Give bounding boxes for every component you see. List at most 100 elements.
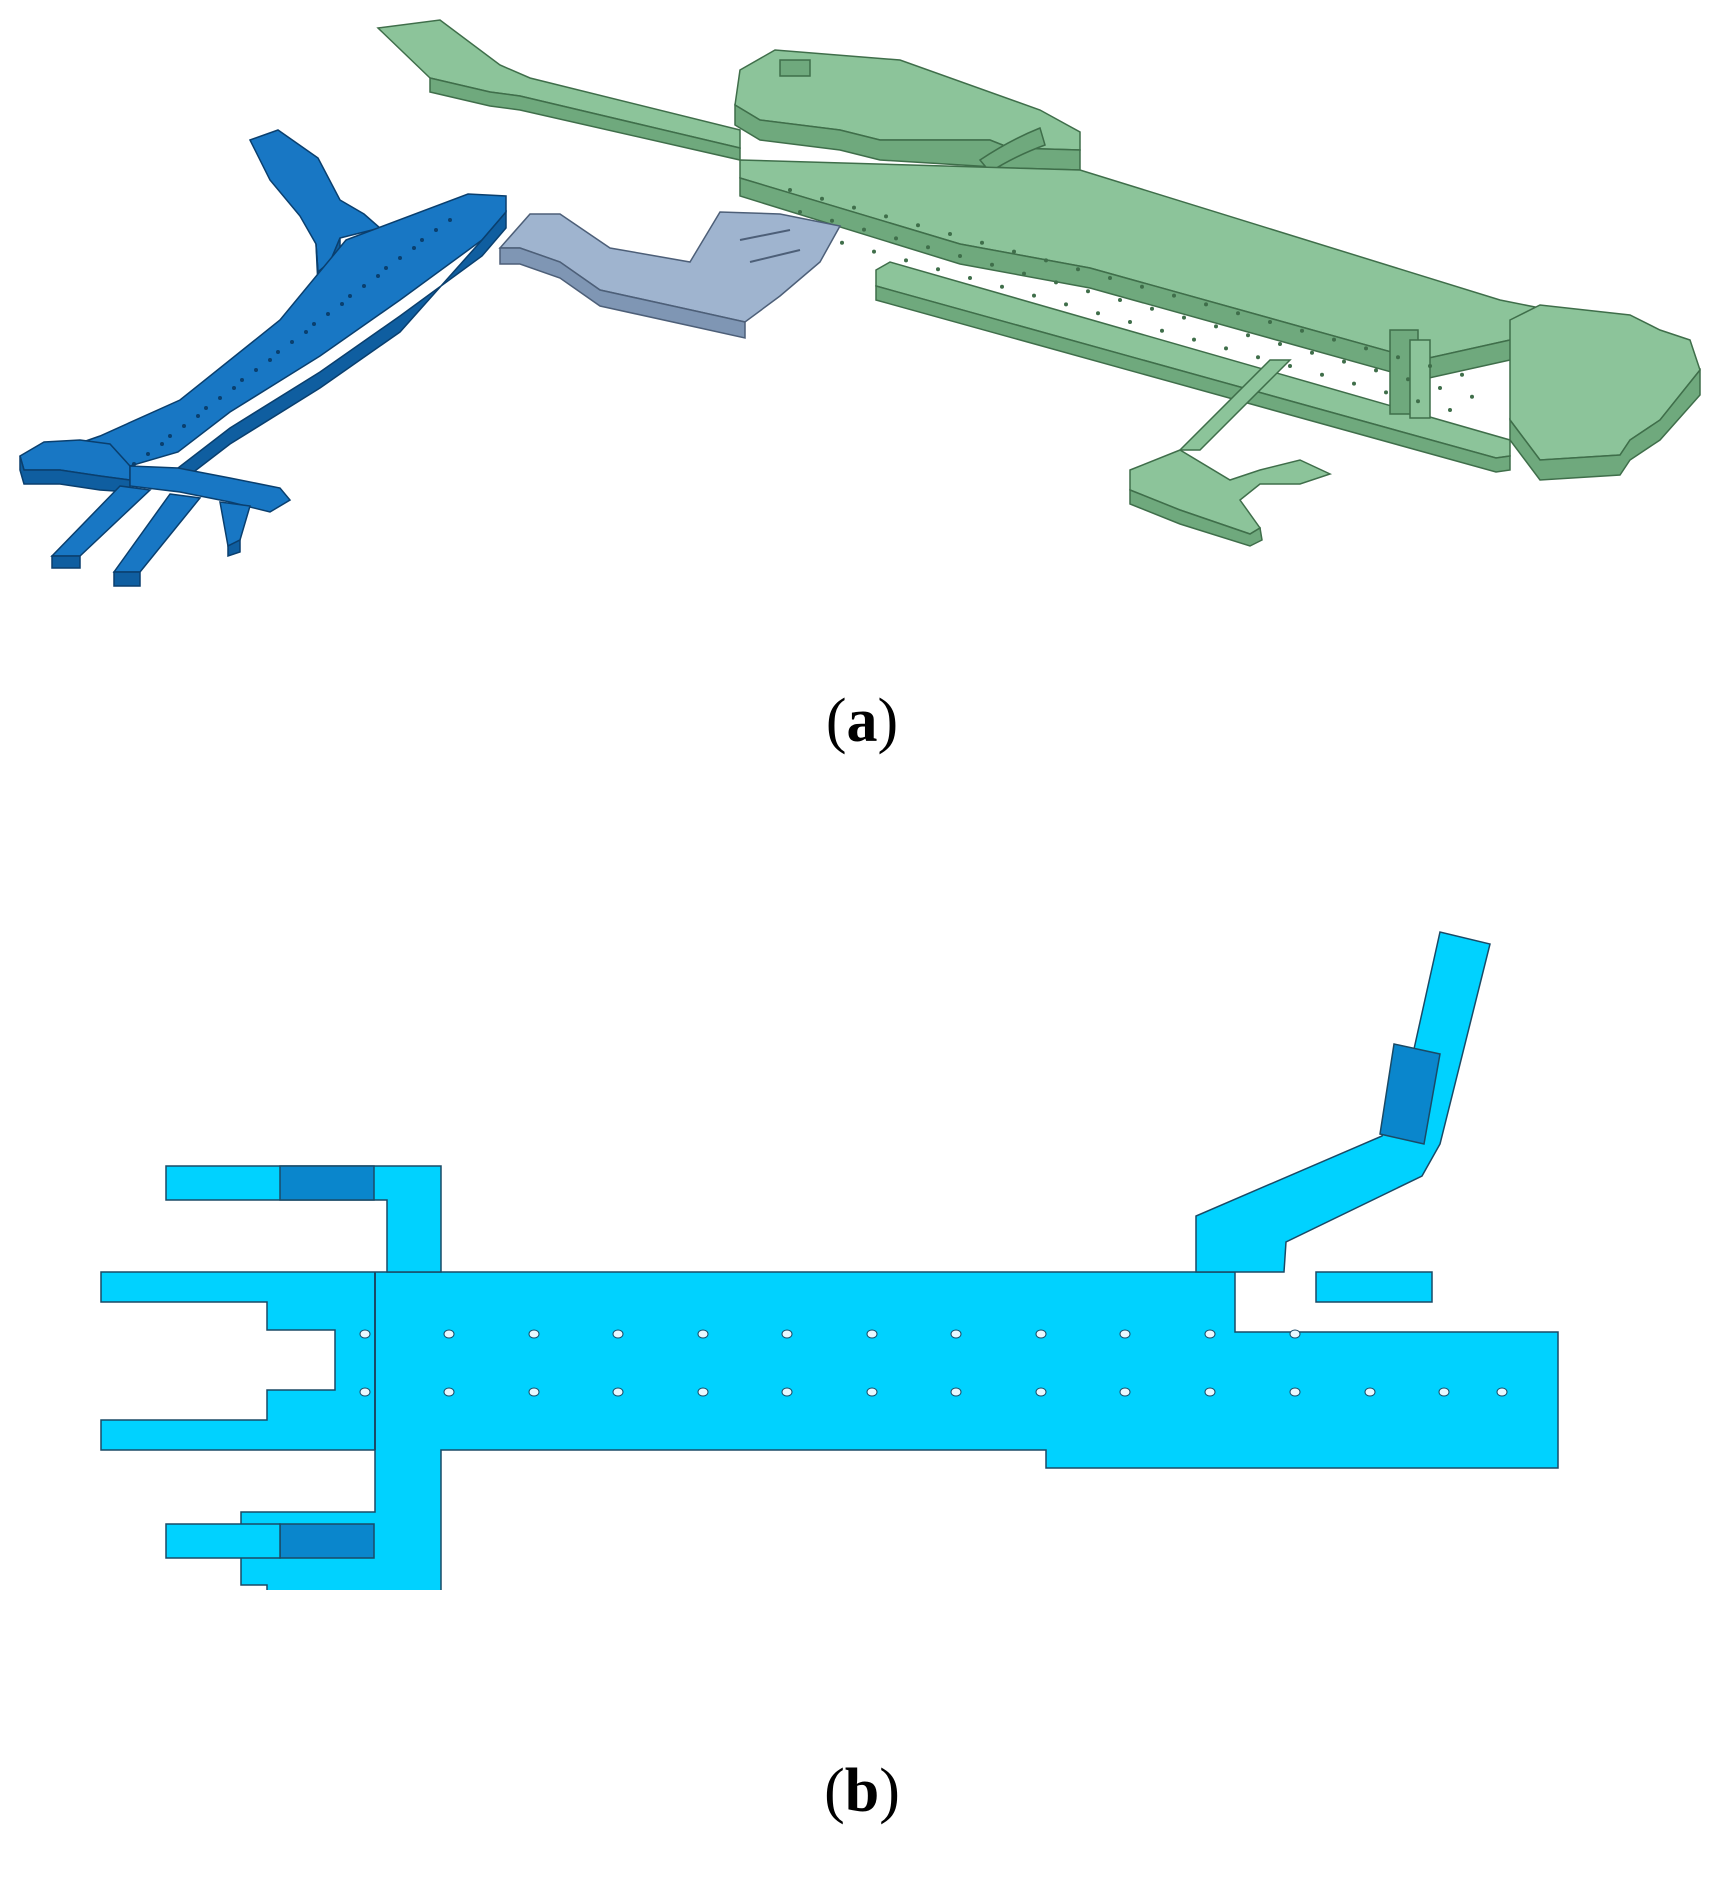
green-dot [1460, 372, 1464, 377]
blue-dot [168, 434, 172, 438]
green-dot [820, 196, 824, 201]
plan-hole [1204, 1329, 1216, 1339]
green-dot [904, 258, 908, 263]
plan-hole [950, 1387, 962, 1397]
plan-hole [528, 1329, 540, 1339]
green-dot [1054, 280, 1058, 285]
blue-dot [420, 238, 424, 242]
plan-hole [866, 1387, 878, 1397]
blue-dot [254, 368, 258, 372]
green-frame-top [1129, 449, 1333, 535]
green-lower-rail-side [875, 285, 1511, 473]
green-dot [1300, 328, 1304, 333]
green-dot [1140, 284, 1144, 289]
plan-hole [612, 1387, 624, 1397]
green-dot [1224, 346, 1228, 351]
blue-dot [276, 350, 280, 354]
plan-hole [1289, 1329, 1301, 1339]
isometric-model-svg [19, 19, 1701, 587]
blue-prong-3-side [227, 538, 241, 558]
blue-dot [290, 340, 294, 344]
blue-prong-2-side [113, 571, 141, 587]
green-dot [936, 267, 940, 272]
green-stack-block-2 [1409, 339, 1431, 419]
green-dot [1288, 364, 1292, 368]
green-dot [1172, 293, 1176, 298]
green-dot [1012, 249, 1016, 254]
plan-hole [950, 1329, 962, 1339]
green-end-block-top [1509, 304, 1701, 461]
green-dot [916, 223, 920, 228]
green-dot [1364, 346, 1368, 351]
blue-main-slab-side [177, 209, 507, 486]
blue-dot [182, 424, 186, 428]
blue-dots [132, 218, 452, 466]
green-small-block [779, 59, 811, 77]
green-dot [1384, 390, 1388, 395]
green-dot [1342, 359, 1346, 364]
grey-slot-2 [749, 249, 801, 263]
plan-hole [443, 1329, 455, 1339]
green-main-slab-top [739, 159, 1561, 361]
plan-holes [359, 1329, 1508, 1397]
green-dots [788, 188, 1474, 412]
green-dot [1000, 284, 1004, 289]
green-dot [1044, 258, 1048, 263]
blue-dot [448, 218, 452, 222]
blue-dot [434, 228, 438, 232]
green-frame-stem [1178, 359, 1292, 451]
green-dot [1192, 337, 1196, 342]
green-dot [1096, 311, 1100, 316]
green-dot [788, 188, 792, 192]
plan-hole [1496, 1387, 1508, 1397]
green-dot [1406, 377, 1410, 382]
green-dot [1470, 394, 1474, 399]
blue-main-slab-top [58, 193, 507, 467]
green-dot [1352, 381, 1356, 386]
plan-hole [1438, 1387, 1450, 1397]
green-dot [1428, 364, 1432, 368]
plan-right-tab [1315, 1271, 1433, 1303]
green-dot [1396, 355, 1400, 360]
green-dot [1150, 306, 1154, 311]
green-dot [1256, 355, 1260, 360]
plan-hole [781, 1387, 793, 1397]
plan-hole [359, 1329, 371, 1339]
blue-dot [376, 274, 380, 278]
plan-arm-dark-segment [1379, 1043, 1441, 1145]
plan-view-svg [100, 931, 1559, 1590]
green-frame-side [1129, 488, 1263, 547]
plan-hole [1119, 1329, 1131, 1339]
grey-connector [498, 211, 842, 339]
blue-dot [196, 414, 200, 418]
plan-hole [697, 1387, 709, 1397]
green-dot [1236, 311, 1240, 316]
plan-hole [443, 1387, 455, 1397]
blue-dot [362, 284, 366, 288]
green-dot [1108, 276, 1112, 280]
blue-structure [19, 129, 507, 587]
blue-dot [326, 312, 330, 316]
green-dot [1332, 337, 1336, 342]
green-dot [1032, 293, 1036, 298]
blue-dot [340, 302, 344, 306]
green-dot [1160, 328, 1164, 333]
green-dot [884, 214, 888, 219]
green-dot [1182, 315, 1186, 320]
green-dot [1448, 408, 1452, 412]
blue-dot [348, 294, 352, 298]
plan-hole [1204, 1387, 1216, 1397]
blue-dot [312, 322, 316, 326]
plan-hole [1364, 1387, 1376, 1397]
blue-dot [204, 406, 208, 410]
caption-a: (a) [825, 687, 899, 755]
green-dot [1064, 302, 1068, 307]
green-dot [1374, 368, 1378, 373]
blue-dot [412, 246, 416, 250]
green-dot [862, 227, 866, 232]
plan-hole [1035, 1387, 1047, 1397]
green-dot [968, 276, 972, 280]
blue-dot [240, 378, 244, 382]
plan-hole [697, 1329, 709, 1339]
green-dot [1268, 320, 1272, 324]
